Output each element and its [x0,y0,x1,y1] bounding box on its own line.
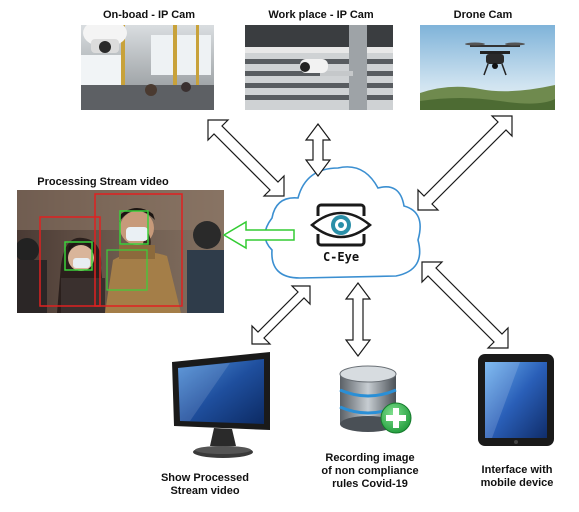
arrow-workplace-to-cloud [304,123,332,177]
workplace-cam-label: Work place - IP Cam [268,9,374,21]
show-processed-line2: Stream video [170,485,240,497]
recording-label: Recording image of non compliance rules … [308,452,432,491]
mobile-line2: mobile device [480,477,554,489]
workplace-cam-photo [245,25,393,110]
onboard-cam-photo [81,25,214,110]
onboard-cam-label: On-boad - IP Cam [102,9,196,21]
mobile-line1: Interface with [481,464,553,476]
recording-line1: Recording image [325,452,415,464]
tablet-icon [478,354,554,446]
recording-line3: rules Covid-19 [332,478,408,490]
show-processed-line1: Show Processed [160,472,250,484]
arrow-cloud-to-database [344,282,372,357]
arrow-cloud-to-monitor [251,285,311,345]
drone-cam-photo [420,25,555,110]
mobile-interface-label: Interface with mobile device [462,464,572,490]
database-icon [339,365,412,434]
monitor-icon [172,352,270,458]
arrow-cloud-to-mobile [421,261,509,349]
arrow-cloud-to-processing [222,220,295,250]
arrow-onboard-to-cloud [207,119,285,197]
c-eye-logo-icon [310,203,372,247]
processing-stream-photo [17,190,224,313]
recording-line2: of non compliance [321,465,419,477]
processing-stream-label: Processing Stream video [37,176,169,188]
cloud-title: C-Eye [323,250,359,264]
drone-cam-label: Drone Cam [453,9,513,21]
arrow-drone-to-cloud [417,115,513,211]
show-processed-label: Show Processed Stream video [140,472,270,498]
